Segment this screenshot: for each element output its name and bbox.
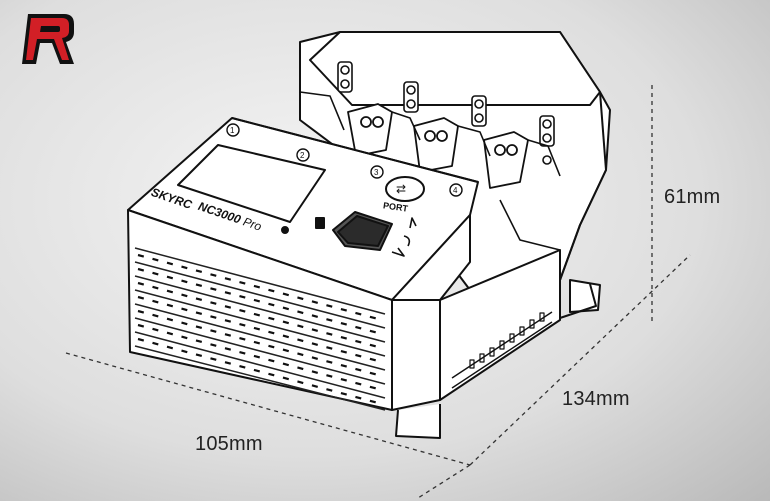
top-panel <box>127 117 479 301</box>
width-dimension: 105mm <box>195 433 263 455</box>
port-arrow-icon: ⇄ <box>396 182 407 196</box>
height-dimension: 61mm <box>664 186 721 208</box>
dimension-lines <box>65 85 691 499</box>
slot-number-3: 3 <box>374 168 379 177</box>
depth-dimension: 134mm <box>562 388 630 410</box>
slot-number-2: 2 <box>300 151 305 160</box>
slot-number-4: 4 <box>453 186 458 195</box>
side-wall <box>439 249 601 401</box>
battery-holder <box>299 31 611 306</box>
front-face <box>127 209 597 439</box>
slot-number-1: 1 <box>230 126 235 135</box>
logo-r-icon <box>22 14 74 64</box>
rotate-arrows-icon <box>391 217 417 257</box>
